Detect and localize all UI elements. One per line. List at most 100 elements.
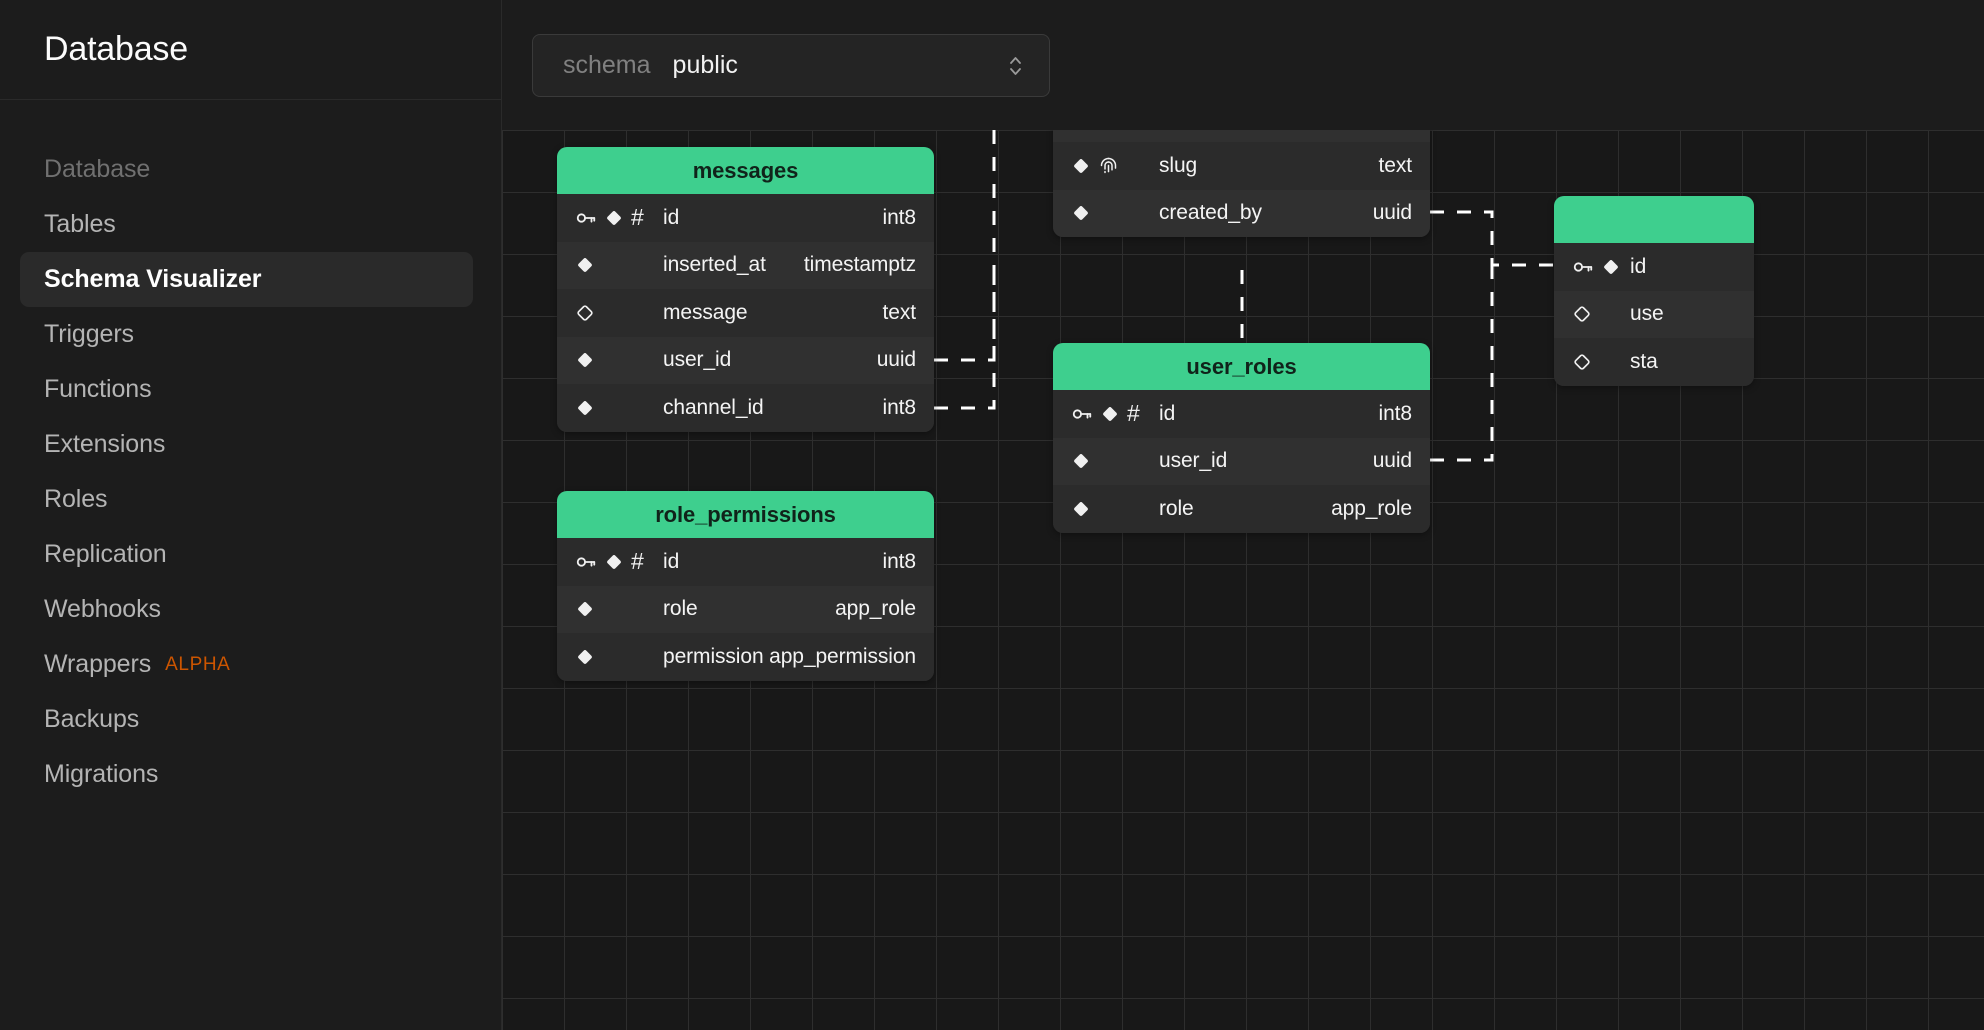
row-icon-group	[1572, 304, 1630, 324]
table-row[interactable]: permission app_permission	[557, 633, 934, 681]
column-type: uuid	[1372, 449, 1412, 473]
column-name: id	[663, 205, 680, 229]
row-icon-group	[1572, 256, 1630, 278]
row-icon-group	[575, 303, 663, 323]
key-icon	[1572, 256, 1594, 278]
table-node-user-roles[interactable]: user_roles # id int8	[1053, 343, 1430, 533]
diamond-filled-icon	[575, 647, 595, 667]
schema-canvas[interactable]: schema public	[502, 0, 1984, 1030]
column-name: inserted_at	[663, 253, 766, 277]
sidebar-item-label: Migrations	[44, 760, 159, 788]
key-icon	[575, 551, 597, 573]
sidebar-item-backups[interactable]: Backups	[20, 692, 473, 747]
diamond-filled-icon	[1071, 451, 1091, 471]
diamond-filled-icon	[604, 208, 624, 228]
table-row[interactable]: # id int8	[1053, 390, 1430, 438]
table-name: user_roles	[1186, 353, 1297, 379]
table-name: role_permissions	[655, 501, 836, 527]
column-type: text	[882, 300, 917, 324]
diamond-filled-icon	[1071, 203, 1091, 223]
sidebar-item-label: Wrappers	[44, 650, 152, 678]
column-name: role	[1159, 496, 1194, 520]
column-type: int8	[882, 549, 917, 573]
table-node-messages[interactable]: messages # id int8	[557, 147, 934, 432]
table-row[interactable]: # id int8	[557, 194, 934, 242]
column-type: app_role	[1331, 496, 1412, 520]
table-row[interactable]: user_id uuid	[1053, 437, 1430, 485]
table-row[interactable]: channel_id int8	[557, 384, 934, 432]
column-name: id	[663, 549, 680, 573]
row-icon-group: #	[575, 550, 663, 573]
column-type: timestamptz	[803, 253, 916, 277]
sidebar-item-tables[interactable]: Tables	[20, 197, 473, 252]
sidebar-item-roles[interactable]: Roles	[20, 472, 473, 527]
table-node-header: role_permissions	[557, 491, 934, 538]
column-name: created_by	[1159, 201, 1262, 225]
hash-icon: #	[1127, 400, 1140, 427]
sidebar-nav: Database Tables Schema Visualizer Trigge…	[0, 100, 501, 802]
table-row[interactable]: created_by uuid	[1053, 189, 1430, 237]
row-icon-group	[1071, 451, 1159, 471]
sidebar-item-webhooks[interactable]: Webhooks	[20, 582, 473, 637]
sidebar-item-functions[interactable]: Functions	[20, 362, 473, 417]
diamond-filled-icon	[604, 552, 624, 572]
row-icon-group	[1071, 203, 1159, 223]
table-row[interactable]: role app_role	[1053, 485, 1430, 533]
sidebar-item-migrations[interactable]: Migrations	[20, 747, 473, 802]
schema-select-label: schema	[563, 51, 651, 79]
status-badge-alpha: ALPHA	[165, 653, 231, 675]
column-name: role	[663, 597, 698, 621]
column-name: slug	[1159, 153, 1198, 177]
sidebar-item-extensions[interactable]: Extensions	[20, 417, 473, 472]
table-node-header: users	[1554, 196, 1754, 243]
table-row[interactable]: user_id uuid	[557, 336, 934, 384]
sidebar-header: Database	[0, 0, 501, 100]
table-node-role-permissions[interactable]: role_permissions # id int8	[557, 491, 934, 681]
page-title: Database	[44, 30, 188, 68]
diamond-filled-icon	[1601, 257, 1621, 277]
table-node-users[interactable]: users id	[1554, 196, 1754, 386]
table-row[interactable]: message text	[557, 289, 934, 337]
row-icon-group	[575, 350, 663, 370]
sidebar-item-schema-visualizer[interactable]: Schema Visualizer	[20, 252, 473, 307]
schema-select[interactable]: schema public	[532, 34, 1050, 97]
table-row[interactable]: use	[1554, 290, 1754, 338]
table-name: messages	[692, 157, 799, 183]
key-icon	[575, 207, 597, 229]
sidebar-item-label: Tables	[44, 210, 116, 238]
column-name: id	[1159, 401, 1176, 425]
table-row[interactable]: # id int8	[557, 538, 934, 586]
diamond-outline-icon	[575, 303, 595, 323]
table-row[interactable]: slug text	[1053, 142, 1430, 190]
table-row[interactable]: sta	[1554, 338, 1754, 386]
column-name: use	[1630, 302, 1664, 326]
column-type: app_permission	[769, 644, 916, 668]
diamond-filled-icon	[1100, 404, 1120, 424]
table-row[interactable]: id	[1554, 243, 1754, 291]
column-type: uuid	[1372, 201, 1412, 225]
column-type: text	[1378, 153, 1413, 177]
column-name: channel_id	[663, 395, 764, 419]
row-icon-group	[1071, 499, 1159, 519]
sidebar-item-replication[interactable]: Replication	[20, 527, 473, 582]
sidebar-item-label: Schema Visualizer	[44, 265, 262, 293]
sidebar-item-wrappers[interactable]: Wrappers ALPHA	[20, 637, 473, 692]
table-row[interactable]: role app_role	[557, 585, 934, 633]
fingerprint-icon	[1098, 155, 1119, 176]
sidebar-item-triggers[interactable]: Triggers	[20, 307, 473, 362]
row-icon-group	[575, 398, 663, 418]
table-row[interactable]: inserted_at timestamptz	[557, 241, 934, 289]
key-icon	[1071, 403, 1093, 425]
row-icon-group	[575, 599, 663, 619]
diamond-filled-icon	[575, 350, 595, 370]
column-type: int8	[882, 395, 917, 419]
column-type: int8	[1378, 401, 1413, 425]
sidebar-item-label: Roles	[44, 485, 108, 513]
column-name: user_id	[1159, 449, 1228, 473]
sidebar-item-label: Triggers	[44, 320, 134, 348]
diamond-filled-icon	[1071, 156, 1091, 176]
column-name: user_id	[663, 348, 732, 372]
table-node-header: messages	[557, 147, 934, 194]
diamond-outline-icon	[1572, 304, 1592, 324]
